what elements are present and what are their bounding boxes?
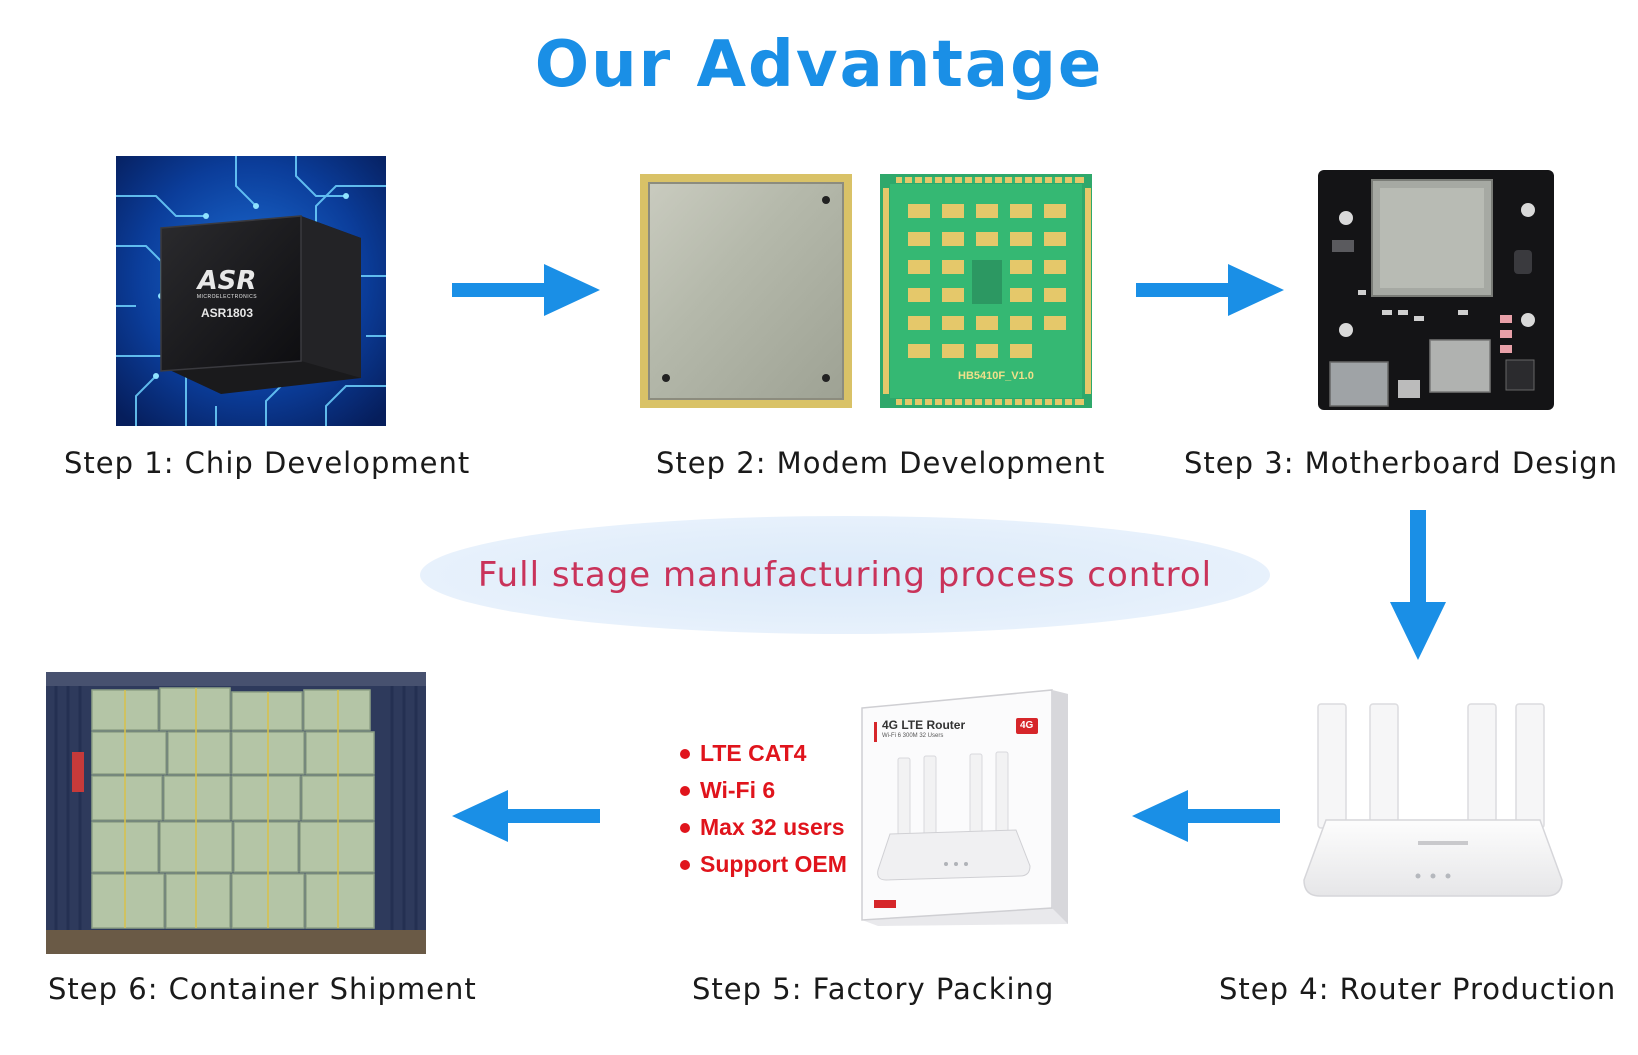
- feature-item: Max 32 users: [680, 809, 860, 846]
- process-control-banner: Full stage manufacturing process control: [420, 516, 1270, 634]
- arrow-left-icon: [452, 790, 600, 842]
- box-badge: 4G: [1020, 720, 1034, 731]
- container-cargo-image: [46, 672, 426, 954]
- bullet-icon: [680, 748, 690, 759]
- modem-module-image: HB5410F_V1.0: [640, 174, 1092, 408]
- feature-item: Wi-Fi 6: [680, 772, 860, 809]
- box-title: 4G LTE Router: [882, 718, 966, 732]
- feature-item: Support OEM: [680, 846, 860, 883]
- bullet-icon: [680, 822, 690, 833]
- chip-model: ASR1803: [200, 306, 254, 320]
- page-title: Our Advantage: [534, 28, 1104, 102]
- bullet-icon: [680, 859, 690, 870]
- router-box-image: 4G LTE Router Wi-Fi 6 300M 32 Users 4G: [860, 688, 1070, 928]
- asr-chip-image: ASR MICROELECTRONICS ASR1803: [116, 156, 386, 426]
- bullet-icon: [680, 785, 690, 796]
- chip-sub: MICROELECTRONICS: [196, 294, 258, 300]
- step-4-label: Step 4: Router Production: [1219, 972, 1617, 1006]
- arrow-right-icon: [1136, 264, 1284, 316]
- arrow-left-icon: [1132, 790, 1280, 842]
- step-2-label: Step 2: Modem Development: [656, 446, 1106, 480]
- box-subtitle: Wi-Fi 6 300M 32 Users: [882, 733, 944, 739]
- center-text: Full stage manufacturing process control: [477, 555, 1213, 595]
- arrow-down-icon: [1390, 510, 1446, 660]
- router-image: [1300, 700, 1566, 906]
- arrow-right-icon: [452, 264, 600, 316]
- module-code: HB5410F_V1.0: [958, 370, 1034, 382]
- step-5-label: Step 5: Factory Packing: [692, 972, 1055, 1006]
- feature-list: LTE CAT4 Wi-Fi 6 Max 32 users Support OE…: [680, 735, 860, 883]
- step-3-label: Step 3: Motherboard Design: [1184, 446, 1619, 480]
- step-6-label: Step 6: Container Shipment: [48, 972, 477, 1006]
- feature-item: LTE CAT4: [680, 735, 860, 772]
- motherboard-image: [1318, 170, 1554, 410]
- chip-brand: ASR: [197, 266, 257, 296]
- step-1-label: Step 1: Chip Development: [64, 446, 471, 480]
